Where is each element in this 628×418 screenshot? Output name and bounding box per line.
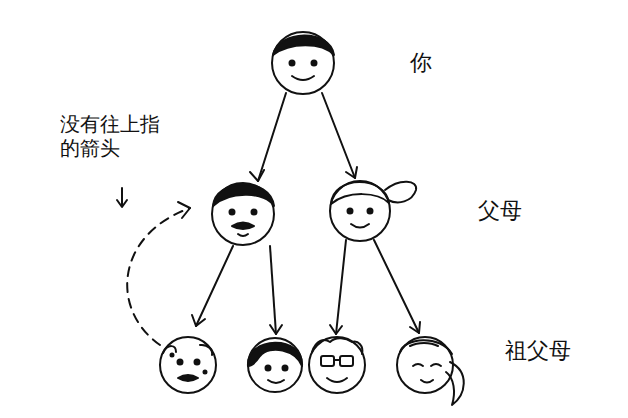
grandmother-face (248, 338, 302, 392)
generation-label: 你 (410, 50, 450, 76)
dashed-arrow (127, 202, 190, 345)
generation-label: 父母 (478, 198, 538, 224)
grandfather-glasses-face (309, 337, 365, 393)
you-face (272, 32, 334, 94)
tree-arrows (192, 93, 420, 334)
note-pointer (117, 188, 127, 207)
grandfather-face (160, 337, 216, 393)
annotation-note: 没有往上指的箭头 (60, 112, 170, 160)
father-face (212, 183, 274, 245)
mother-face (330, 181, 416, 241)
generation-label: 祖父母 (505, 338, 595, 364)
grandmother-ponytail-face (397, 337, 464, 405)
